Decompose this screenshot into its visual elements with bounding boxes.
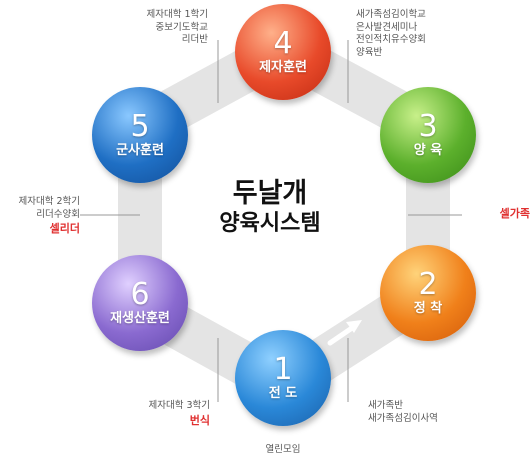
- step-4-right-note: 새가족섬김이학교 은사발견세미나 전인적치유수양회 양육반: [356, 9, 466, 59]
- step-1-label: 전 도: [268, 386, 298, 401]
- note-line: 은사발견세미나: [356, 21, 418, 33]
- arrow-icon: [327, 320, 362, 346]
- step-4-circle: 4 제자훈련: [235, 4, 331, 100]
- step-6-label: 재생산훈련: [110, 311, 170, 326]
- step-3-label: 양 육: [413, 143, 443, 158]
- step-1-circle: 1 전 도: [235, 330, 331, 426]
- note-accent: 셀리더: [49, 222, 80, 235]
- step-2-note: 새가족반 새가족섬김이사역: [368, 400, 478, 425]
- step-5-number: 5: [130, 109, 150, 144]
- title-line-2: 양육시스템: [219, 211, 321, 236]
- note-line: 제자대학 2학기: [18, 196, 80, 207]
- note-accent: 번식: [189, 413, 210, 427]
- diagram-title: 두날개 양육시스템: [190, 178, 350, 238]
- title-line-1: 두날개: [232, 178, 308, 209]
- note-line: 새가족섬김이사역: [368, 412, 438, 424]
- step-5-circle: 5 군사훈련: [92, 87, 188, 183]
- step-1-left-note: 제자대학 3학기 번식: [110, 400, 210, 429]
- note-line: 양육반: [356, 46, 383, 58]
- step-5-left-note: 제자대학 2학기 리더수양회 셀리더: [0, 196, 80, 237]
- note-accent: 셀가족: [499, 207, 530, 220]
- note-line: 제자대학 3학기: [148, 400, 210, 411]
- note-line: 리더수양회: [36, 208, 80, 220]
- step-6-circle: 6 재생산훈련: [92, 255, 188, 351]
- step-1-below-note: 열린모임: [250, 444, 316, 457]
- note-line: 중보기도학교: [155, 21, 208, 33]
- step-5-label: 군사훈련: [116, 143, 164, 158]
- step-3-number: 3: [418, 109, 438, 144]
- step-2-circle: 2 정 착: [380, 245, 476, 341]
- note-line: 제자대학 1학기: [146, 9, 208, 20]
- step-4-left-note: 제자대학 1학기 중보기도학교 리더반: [108, 9, 208, 47]
- step-3-right-note: 셀가족: [464, 206, 530, 222]
- step-6-number: 6: [130, 277, 150, 312]
- note-line: 전인적치유수양회: [356, 34, 426, 45]
- step-4-label: 제자훈련: [259, 60, 307, 75]
- step-4-number: 4: [273, 26, 293, 61]
- note-line: 새가족섬김이학교: [356, 9, 426, 20]
- step-1-number: 1: [273, 352, 293, 387]
- note-line: 열린모임: [265, 444, 301, 455]
- step-2-number: 2: [418, 267, 438, 302]
- step-2-label: 정 착: [413, 301, 443, 316]
- step-3-circle: 3 양 육: [380, 87, 476, 183]
- note-line: 리더반: [181, 34, 208, 45]
- note-line: 새가족반: [368, 400, 403, 411]
